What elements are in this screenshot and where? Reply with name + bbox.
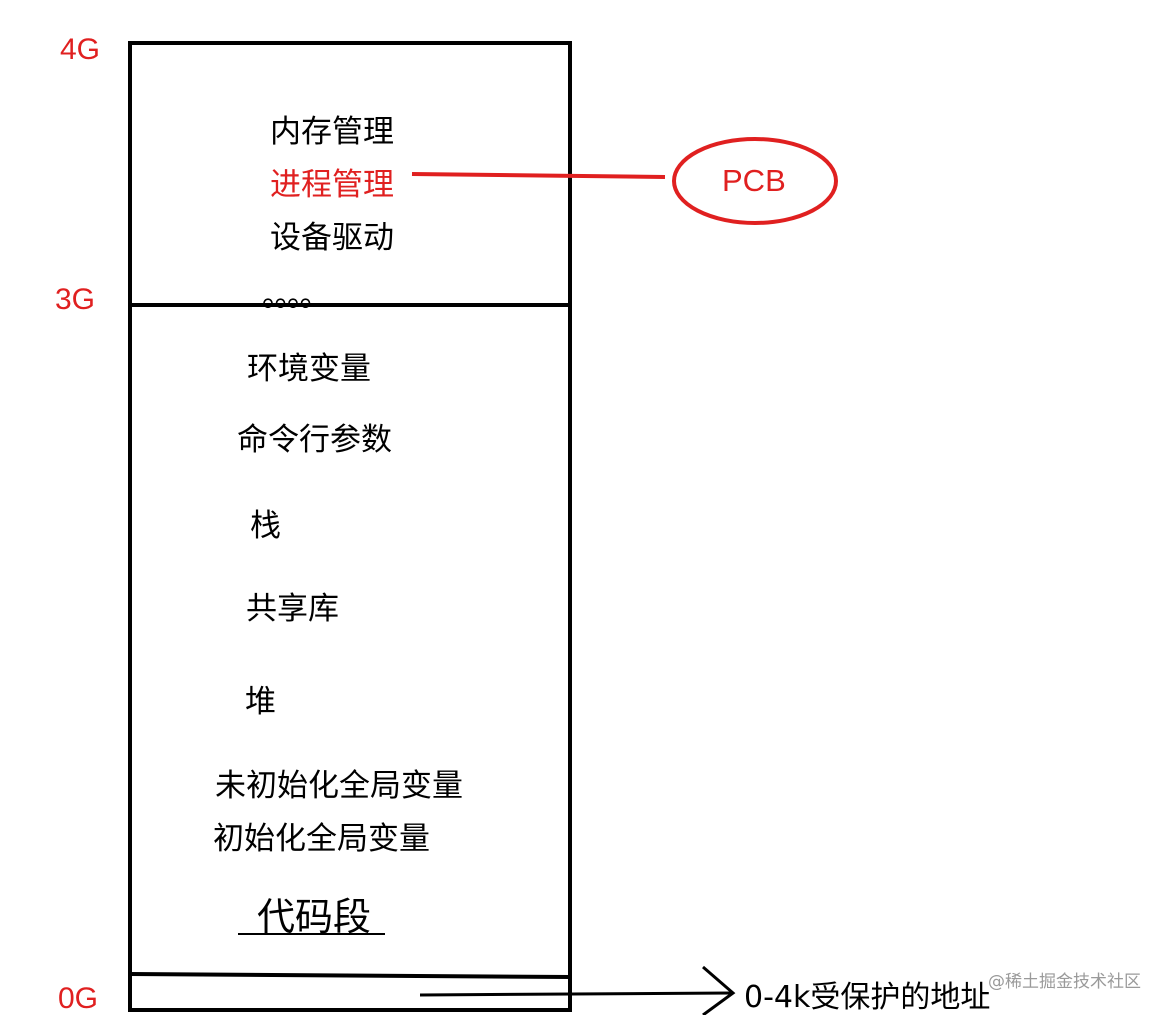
user-item-shared-libraries: 共享库	[246, 591, 339, 627]
user-item-stack: 栈	[250, 508, 281, 544]
address-mark-3g: 3G	[55, 283, 96, 316]
user-item-environment-variables: 环境变量	[247, 351, 371, 387]
user-item-heap: 堆	[245, 684, 276, 720]
protected-arrow-head	[702, 965, 736, 1015]
protected-arrow-shaft	[419, 991, 733, 997]
kernel-item-process-management: 进程管理	[270, 167, 394, 203]
kernel-item-memory-management: 内存管理	[270, 114, 394, 150]
user-item-bss: 未初始化全局变量	[215, 768, 463, 804]
address-mark-4g: 4G	[60, 33, 101, 66]
protected-region-divider	[129, 972, 571, 979]
user-item-code-segment: 代码段	[257, 895, 372, 939]
kernel-ellipsis: 。。。。	[262, 278, 330, 314]
address-mark-0g: 0G	[58, 982, 99, 1015]
user-item-data: 初始化全局变量	[213, 821, 430, 857]
pcb-label: PCB	[722, 163, 786, 198]
watermark: @稀土掘金技术社区	[988, 972, 1141, 992]
address-space-box	[128, 41, 572, 1012]
pcb-connector-line	[411, 172, 666, 179]
kernel-item-device-drivers: 设备驱动	[270, 220, 394, 256]
protected-address-note: 0-4k受保护的地址	[744, 980, 991, 1015]
pcb-ellipse	[672, 137, 838, 225]
user-item-command-line-args: 命令行参数	[237, 422, 392, 458]
